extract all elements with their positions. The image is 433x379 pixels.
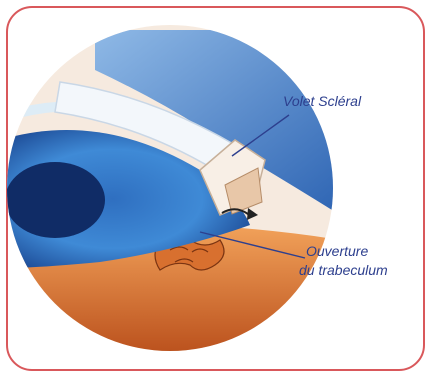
label-ouverture-line1: Ouverture (306, 243, 368, 259)
label-volet-scleral: Volet Scléral (283, 93, 361, 109)
pupil (5, 162, 105, 238)
label-ouverture-line2: du trabeculum (299, 262, 388, 278)
